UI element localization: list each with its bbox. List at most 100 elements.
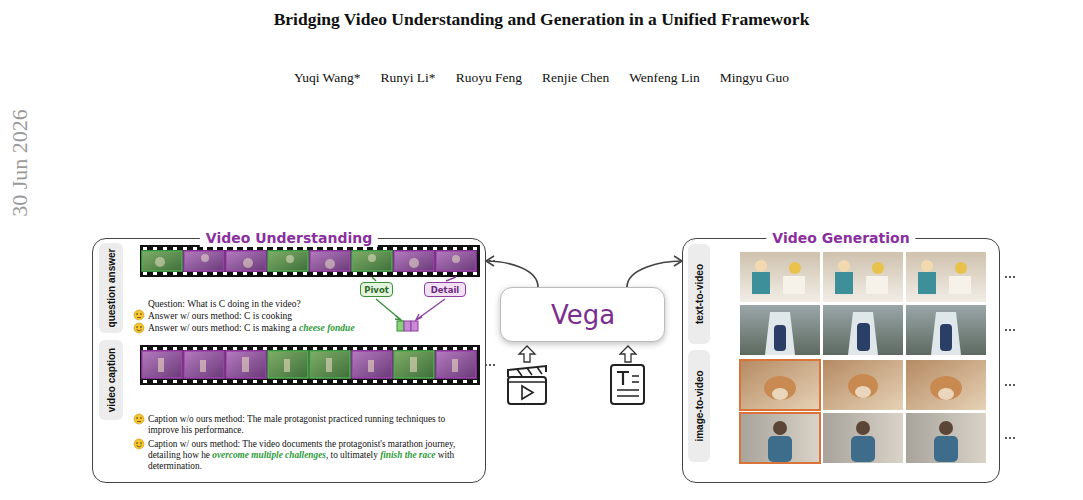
qa-filmstrip: [343, 272, 347, 275]
body-text: Answer w/ ours method: C is making a: [148, 323, 297, 333]
qa-filmstrip: [473, 272, 477, 275]
qa-filmstrip: [223, 272, 227, 275]
caption-filmstrip: [403, 380, 407, 383]
generated-frames: [835, 272, 853, 294]
qa-filmstrip: [394, 251, 434, 271]
qa-filmstrip: [303, 247, 307, 250]
generated-frames: [783, 276, 805, 294]
emoji-faces: [136, 313, 138, 315]
generated-frames: [1005, 329, 1007, 331]
caption-filmstrip: [443, 380, 447, 383]
pivot-detail-arrows: [416, 314, 422, 320]
generated-frames: [823, 305, 903, 355]
caption-filmstrip: [463, 380, 467, 383]
qa-filmstrip: [203, 272, 207, 275]
caption-filmstrip: [313, 347, 317, 350]
caption-filmstrip: [183, 380, 187, 383]
emoji-faces: [136, 417, 138, 419]
generated-frames: [764, 374, 962, 400]
qa-filmstrip: [183, 272, 187, 275]
emoji-faces: [140, 326, 142, 328]
qa-filmstrip: [363, 247, 367, 250]
caption-filmstrip: [263, 347, 267, 350]
caption-filmstrip: [436, 351, 476, 378]
caption-filmstrip: [268, 351, 308, 378]
emoji-faces: [136, 326, 138, 328]
generated-frames: [906, 360, 986, 410]
generated-frames: [772, 386, 954, 400]
qa-filmstrip: [201, 254, 209, 262]
pivot-detail-arrows: [416, 299, 445, 320]
qa-filmstrip: [313, 272, 317, 275]
caption-filmstrip: [373, 347, 377, 350]
generated-frames: [1013, 276, 1015, 278]
caption-filmstrip: [463, 347, 467, 350]
emoji-faces: [140, 442, 142, 444]
qa-filmstrip: [143, 272, 147, 275]
input-arrows: [519, 346, 636, 362]
detail-box: Detail: [424, 282, 466, 297]
connector-arrow: [486, 261, 538, 287]
video-icon: [517, 367, 542, 376]
generated-frames: [857, 323, 870, 351]
caption-filmstrip: [203, 347, 207, 350]
caption-filmstrip: [352, 351, 392, 378]
emoji-faces: [134, 414, 144, 424]
body-text: 30 Jun 2026: [7, 109, 32, 217]
qa-filmstrip: [368, 254, 376, 262]
caption-filmstrip: [253, 380, 257, 383]
qa-filmstrip: [286, 255, 294, 263]
generated-frames: [774, 325, 786, 351]
emoji-faces: [137, 330, 142, 332]
caption-filmstrip: [223, 347, 227, 350]
caption-filmstrip: [323, 347, 327, 350]
qa-filmstrip: [409, 258, 419, 268]
qa-filmstrip: [463, 272, 467, 275]
qa-filmstrip: [463, 247, 467, 250]
caption-filmstrip: [433, 347, 437, 350]
generated-frames: [866, 276, 888, 294]
generated-frames: [949, 276, 971, 294]
caption-filmstrip: [423, 380, 427, 383]
generated-frames: [939, 421, 953, 435]
caption-filmstrip: [393, 380, 397, 383]
generated-frames: [1005, 437, 1007, 439]
caption-filmstrip: [200, 360, 206, 372]
caption-filmstrip: [140, 345, 480, 385]
caption-filmstrip: [310, 351, 350, 378]
qa-filmstrip: [155, 257, 165, 267]
generated-frames: [930, 376, 962, 400]
generated-frames: [755, 260, 933, 272]
caption-filmstrip: [323, 380, 327, 383]
caption-filmstrip: [253, 347, 257, 350]
generated-frames: [789, 262, 801, 274]
generated-frames: [768, 436, 792, 462]
author-name: Yuqi Wang*: [294, 70, 361, 86]
highlight-text: overcome multiple challenges: [212, 450, 326, 460]
body-text: Answer w/ ours method: C is cooking: [148, 311, 292, 321]
caption-filmstrip: [158, 358, 164, 372]
qa-filmstrip: [213, 272, 217, 275]
generated-frames: [789, 262, 967, 274]
pivot-detail-arrows: [376, 299, 401, 320]
generated-frames: [906, 252, 986, 302]
author-name: Mingyu Guo: [720, 70, 789, 86]
highlight-text: cheese fondue: [299, 323, 355, 333]
generated-frames: [764, 376, 796, 400]
qa-filmstrip: [184, 251, 224, 271]
token-block: [397, 321, 404, 331]
pivot-detail-arrows: [372, 277, 376, 281]
caption-filmstrip: [184, 351, 224, 378]
caption-filmstrip: [233, 380, 237, 383]
qa-filmstrip: [243, 272, 247, 275]
qa-filmstrip: [263, 247, 267, 250]
qa-filmstrip: [153, 272, 157, 275]
body-text: Question: What is C doing in the video?: [148, 299, 301, 309]
caption-filmstrip: [363, 380, 367, 383]
qa-filmstrip: [273, 247, 277, 250]
generated-frames: [823, 252, 903, 302]
text-icon: [611, 365, 644, 404]
generated-frames: [755, 260, 767, 272]
qa-filmstrip: [393, 247, 397, 250]
generated-frames: [931, 312, 961, 355]
